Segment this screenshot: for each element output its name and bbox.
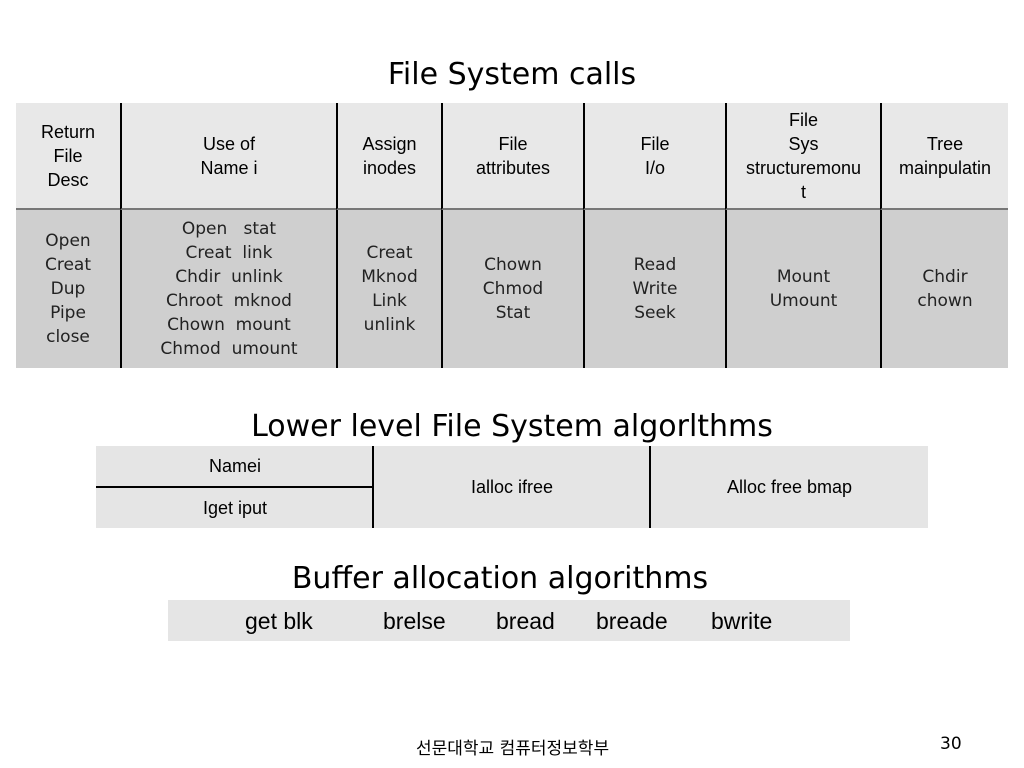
call-item: Chown <box>484 255 542 275</box>
header-file-io: File I/o <box>583 103 725 210</box>
divider <box>96 486 374 488</box>
call-item: unlink <box>363 315 416 335</box>
header-return-file-desc: Return File Desc <box>16 103 120 210</box>
header-file-attributes: File attributes <box>441 103 583 210</box>
page-number: 30 <box>940 734 962 754</box>
header-use-of-namei: Use of Name i <box>120 103 336 210</box>
buffer-item-brelse: brelse <box>383 608 446 634</box>
call-item: Open stat <box>181 219 277 239</box>
cell-namei: Namei <box>208 455 261 476</box>
divider <box>372 446 374 528</box>
call-item: close <box>46 327 90 347</box>
cell-use-of-namei: Open stat Creat link Chdir unlink Chroot… <box>120 210 336 368</box>
cell-iget-iput: Iget iput <box>202 497 268 518</box>
call-item: Link <box>372 291 407 311</box>
system-calls-table: Return File Desc Use of Name i Assign in… <box>16 103 1008 368</box>
cell-alloc-free-bmap: Alloc free bmap <box>726 476 853 497</box>
call-item: Chroot mknod <box>166 291 292 311</box>
call-item: Stat <box>495 303 531 323</box>
call-item: Dup <box>50 279 86 299</box>
buffer-item-breade: breade <box>596 608 668 634</box>
header-file-sys-structure: File Sys structuremonu t <box>725 103 880 210</box>
cell-file-sys-structure: Mount Umount <box>725 210 880 368</box>
cell-assign-inodes: Creat Mknod Link unlink <box>336 210 441 368</box>
call-item: Mknod <box>361 267 418 287</box>
call-item: Chmod <box>482 279 544 299</box>
call-item: chown <box>917 291 973 311</box>
cell-tree-manipulation: Chdir chown <box>880 210 1008 368</box>
call-item: Chdir <box>922 267 968 287</box>
call-item: Creat <box>366 243 413 263</box>
buffer-item-bread: bread <box>496 608 555 634</box>
call-item: Write <box>632 279 678 299</box>
lower-level-table: Namei Iget iput Ialloc ifree Alloc free … <box>96 446 928 528</box>
cell-return-file-desc: Open Creat Dup Pipe close <box>16 210 120 368</box>
buffer-item-getblk: get blk <box>245 608 313 634</box>
cell-file-attributes: Chown Chmod Stat <box>441 210 583 368</box>
call-item: Seek <box>634 303 676 323</box>
call-item: Open <box>45 231 91 251</box>
call-item: Umount <box>769 291 838 311</box>
call-item: Chown mount <box>167 315 291 335</box>
buffer-table: get blk brelse bread breade bwrite <box>168 600 850 641</box>
call-item: Mount <box>776 267 831 287</box>
cell-file-io: Read Write Seek <box>583 210 725 368</box>
title-buffer-allocation: Buffer allocation algorithms <box>291 561 709 596</box>
call-item: Chmod umount <box>160 339 298 359</box>
call-item: Chdir unlink <box>175 267 283 287</box>
title-lower-level: Lower level File System algorlthms <box>251 409 773 444</box>
cell-ialloc-ifree: Ialloc ifree <box>470 476 554 497</box>
title-system-calls: File System calls <box>387 57 637 92</box>
header-tree-manipulation: Tree mainpulatin <box>880 103 1008 210</box>
footer-department: 선문대학교 컴퓨터정보학부 <box>416 739 610 759</box>
divider <box>649 446 651 528</box>
call-item: Creat <box>44 255 92 275</box>
buffer-item-bwrite: bwrite <box>711 608 773 634</box>
call-item: Pipe <box>50 303 86 323</box>
header-assign-inodes: Assign inodes <box>336 103 441 210</box>
call-item: Read <box>633 255 677 275</box>
call-item: Creat link <box>185 243 273 263</box>
